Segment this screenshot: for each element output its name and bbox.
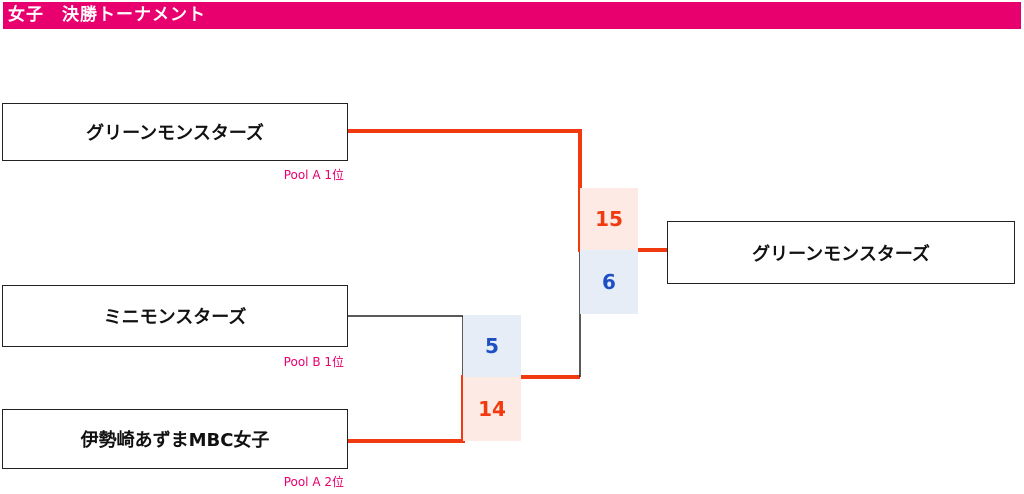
final-score-top: 15 (580, 188, 638, 250)
seed-label-pool-b-1: Pool B 1位 (283, 355, 344, 369)
semifinal-score-bottom: 14 (463, 377, 521, 441)
team-box-green-monsters: グリーンモンスターズ (2, 103, 348, 161)
seed-label-pool-a-2: Pool A 2位 (283, 475, 344, 489)
final-score-bottom: 6 (580, 250, 638, 314)
team-box-isesaki-azuma: 伊勢崎あずまMBC女子 (2, 409, 348, 469)
team-box-mini-monsters: ミニモンスターズ (2, 285, 348, 347)
page-title: 女子 決勝トーナメント (3, 2, 1021, 29)
bracket-line-mini-monsters (348, 315, 464, 377)
semifinal-score-top: 5 (463, 315, 521, 377)
champion-box: グリーンモンスターズ (667, 221, 1015, 284)
seed-label-pool-a-1: Pool A 1位 (283, 168, 344, 182)
